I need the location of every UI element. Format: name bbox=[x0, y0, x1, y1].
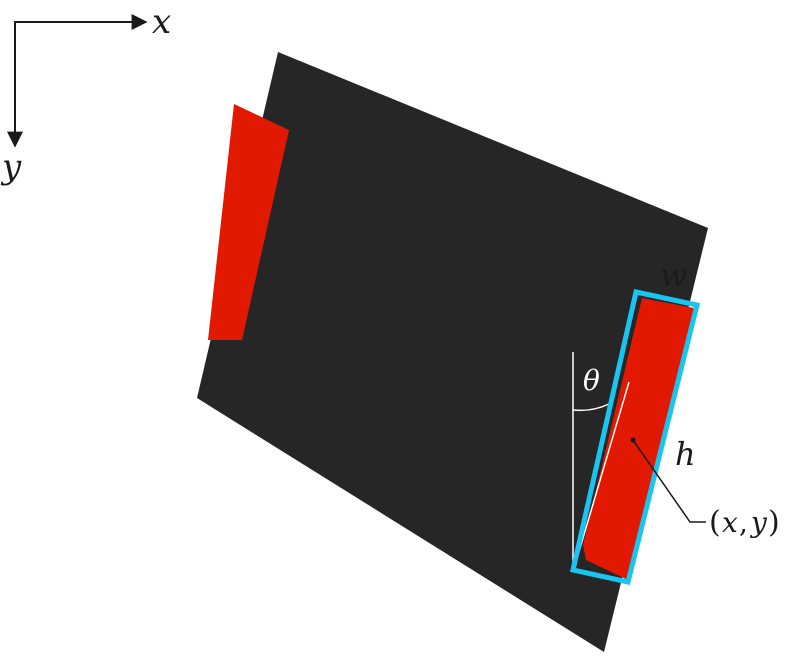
height-label: h bbox=[675, 435, 696, 473]
center-leader-line bbox=[632, 439, 706, 523]
y-axis-label: y bbox=[0, 147, 22, 187]
center-open-paren: ( bbox=[709, 505, 721, 540]
center-y-label: y bbox=[749, 506, 768, 539]
grasp-axis-line bbox=[572, 381, 630, 573]
theta-label: θ bbox=[583, 364, 600, 397]
board bbox=[197, 52, 708, 652]
x-axis-label: x bbox=[152, 2, 171, 42]
center-comma: , bbox=[739, 506, 748, 539]
center-x-label: x bbox=[722, 506, 738, 539]
grasp-region-right bbox=[583, 298, 694, 580]
angle-reference: θ bbox=[572, 352, 630, 573]
angle-arc bbox=[572, 403, 610, 412]
grasp-bounding-box bbox=[570, 289, 701, 585]
width-label: w bbox=[660, 256, 687, 294]
center-coordinate-label: ( x , y ) bbox=[709, 505, 780, 540]
center-close-paren: ) bbox=[768, 505, 780, 540]
coordinate-axes: x y bbox=[0, 2, 171, 187]
grasp-region-left bbox=[208, 104, 289, 340]
